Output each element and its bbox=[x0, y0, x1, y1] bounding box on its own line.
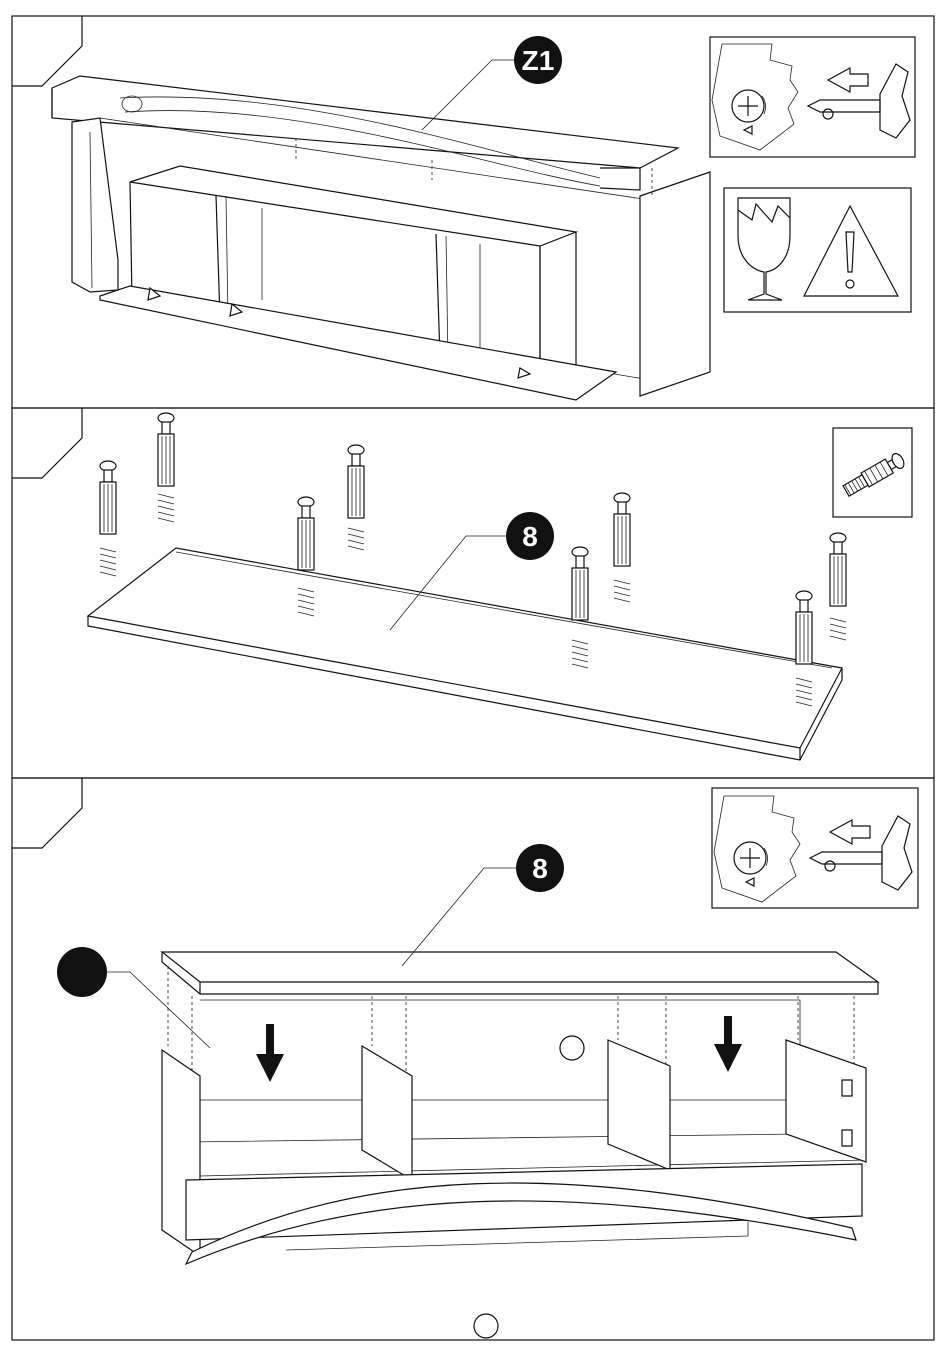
step-number-corner-2 bbox=[12, 408, 82, 478]
screwdriver-turn-icon bbox=[712, 788, 918, 908]
arrow-down-icon bbox=[256, 1024, 284, 1082]
step1-assembly-drawing bbox=[52, 76, 710, 400]
arrow-down-icon bbox=[714, 1016, 742, 1072]
cam-bolt bbox=[348, 445, 364, 550]
step2-panel-8 bbox=[88, 548, 842, 760]
callout-leader-8b bbox=[402, 868, 516, 966]
fragile-glass-icon bbox=[738, 198, 790, 300]
callout-leader-blank bbox=[106, 972, 210, 1048]
step-number-corner-3 bbox=[12, 778, 82, 848]
cam-bolt bbox=[830, 533, 846, 640]
callout-label-8b: 8 bbox=[532, 853, 548, 884]
cam-bolt bbox=[614, 493, 630, 602]
page-number-circle bbox=[474, 1314, 498, 1338]
screwdriver-turn-icon bbox=[710, 37, 915, 157]
callout-label-z1: Z1 bbox=[522, 45, 555, 76]
callout-label-8a: 8 bbox=[522, 521, 538, 552]
warning-triangle-icon bbox=[804, 206, 898, 296]
fragile-warning-box bbox=[724, 188, 911, 312]
step-number-corner-1 bbox=[12, 16, 82, 86]
cam-bolt bbox=[158, 413, 174, 522]
step3-assembly-drawing bbox=[162, 952, 878, 1264]
cam-bolt-icon bbox=[833, 428, 912, 517]
callout-badge-blank bbox=[57, 947, 107, 997]
cam-bolt bbox=[100, 461, 116, 576]
